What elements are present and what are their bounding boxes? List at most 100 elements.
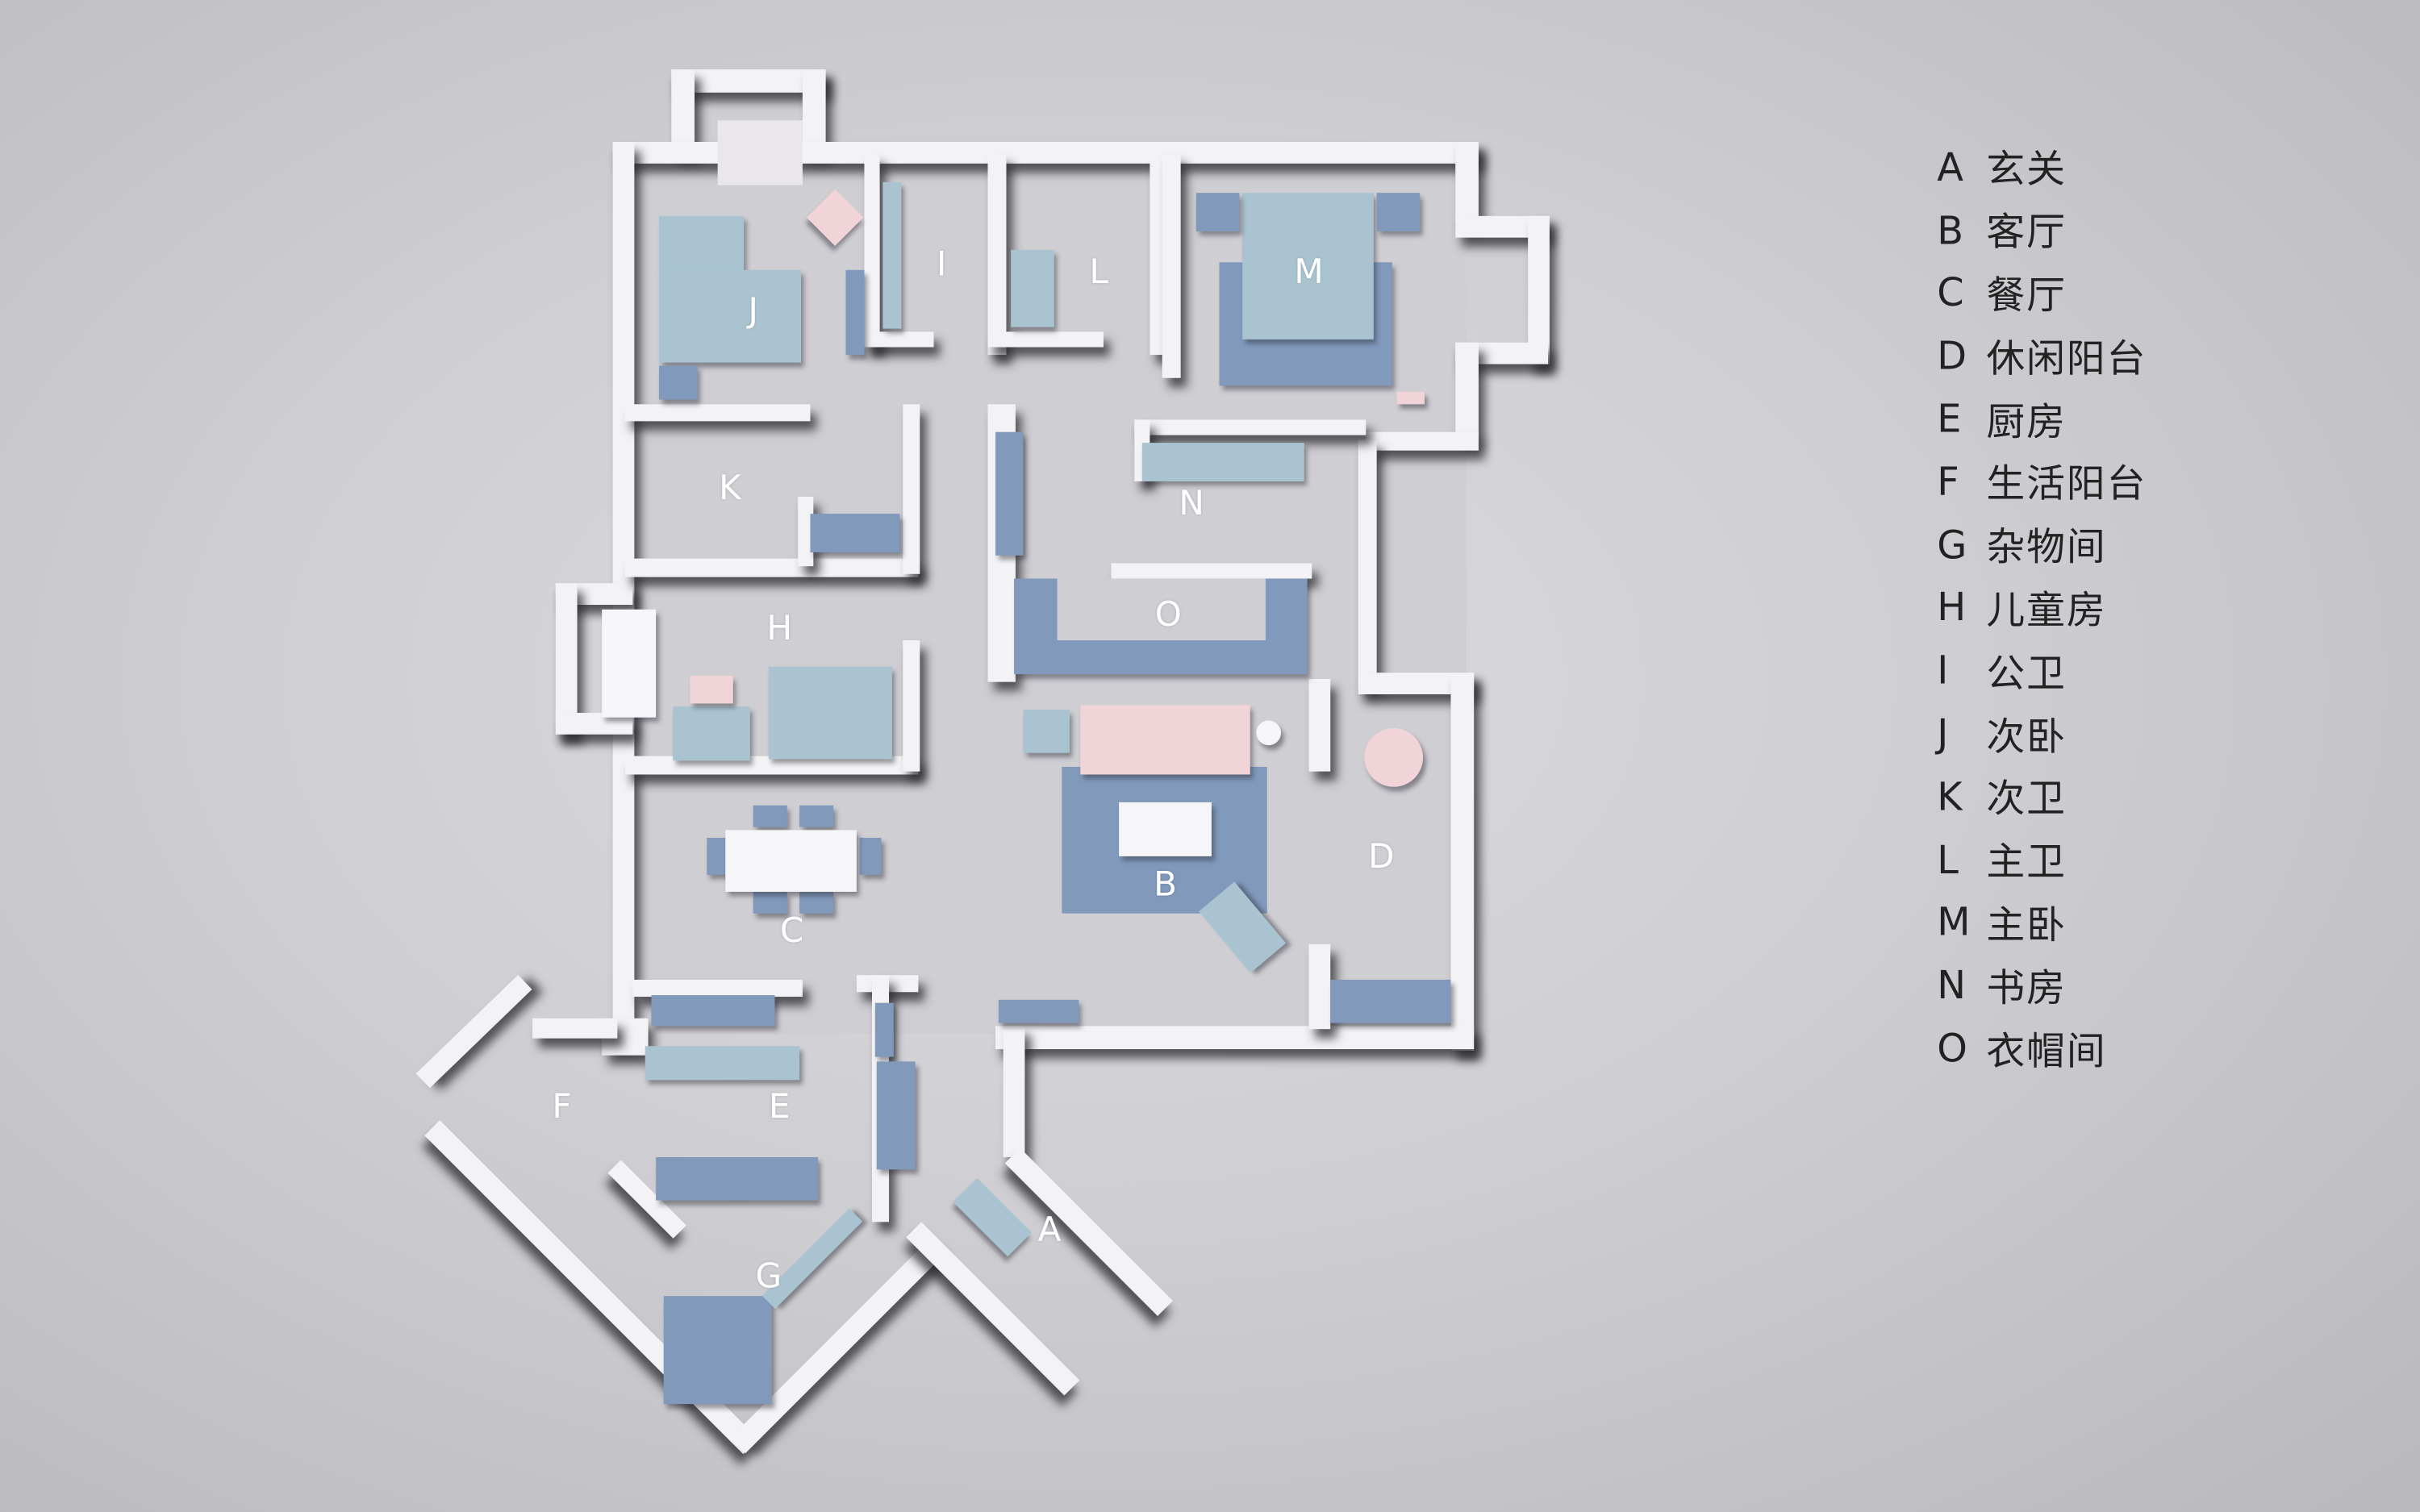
room-label-k: K <box>719 469 741 509</box>
shelf <box>1396 391 1425 405</box>
legend-item: A 玄关 <box>1937 135 2147 198</box>
legend-item: G 杂物间 <box>1937 514 2147 577</box>
room-label-f: F <box>552 1088 572 1127</box>
wall <box>671 69 695 155</box>
wall <box>624 558 919 577</box>
chair <box>690 676 733 704</box>
wall <box>987 331 1104 348</box>
wall <box>671 69 826 93</box>
room-label-d: D <box>1368 838 1395 877</box>
wall <box>1450 673 1475 1051</box>
side-table <box>1023 710 1070 753</box>
cabinet <box>845 269 865 356</box>
counter <box>651 995 775 1027</box>
room-label-e: E <box>768 1088 791 1127</box>
window-seat <box>602 609 657 718</box>
legend-letter: A <box>1937 144 1963 190</box>
dining-chair <box>753 805 787 827</box>
wall <box>1111 563 1312 579</box>
legend-letter: C <box>1937 270 1964 316</box>
legend-room-name: 次卧 <box>1986 714 2067 759</box>
legend-room-name: 主卧 <box>1986 902 2067 948</box>
vanity <box>810 514 900 552</box>
storage-cabinet <box>663 1296 772 1405</box>
legend-room-name: 儿童房 <box>1986 587 2107 633</box>
legend-letter: N <box>1937 963 1966 1008</box>
legend-letter: G <box>1937 522 1967 568</box>
legend-room-name: 杂物间 <box>1986 524 2107 570</box>
wall <box>1134 419 1366 435</box>
round-table <box>1364 728 1424 787</box>
legend-letter: M <box>1937 900 1971 945</box>
cabinet <box>995 431 1024 556</box>
room-label-j: J <box>748 292 758 331</box>
room-label-l: L <box>1089 253 1109 293</box>
legend-letter: J <box>1937 711 1949 756</box>
legend-letter: L <box>1937 837 1959 882</box>
fridge <box>874 1002 894 1057</box>
counter <box>656 1156 819 1201</box>
legend-item: J 次卧 <box>1937 702 2147 765</box>
legend-letter: E <box>1937 396 1962 442</box>
wall <box>987 154 1007 356</box>
wall <box>802 69 826 155</box>
wall <box>624 404 811 422</box>
wall <box>864 331 934 348</box>
legend-letter: D <box>1937 333 1967 379</box>
wall <box>1358 439 1377 687</box>
room-label-b: B <box>1154 866 1177 906</box>
wall <box>1308 678 1331 772</box>
wall <box>1366 431 1479 451</box>
wardrobe <box>658 215 745 272</box>
wall <box>798 497 814 567</box>
vanity <box>882 181 902 329</box>
dining-chair <box>707 837 729 875</box>
dining-chair <box>799 805 834 827</box>
wall <box>1308 943 1331 1030</box>
wall <box>903 404 920 574</box>
island <box>645 1046 800 1081</box>
wall <box>532 1018 618 1039</box>
entry-niche <box>717 120 803 185</box>
desk <box>1141 443 1304 481</box>
bed <box>658 269 802 363</box>
room-label-n: N <box>1179 485 1204 524</box>
shoe-cabinet <box>953 1177 1032 1257</box>
legend-room-name: 客厅 <box>1986 210 2067 256</box>
legend-letter: K <box>1937 774 1963 819</box>
legend-item: E 厨房 <box>1937 388 2147 451</box>
legend-letter: B <box>1937 207 1964 253</box>
dining-chair <box>799 891 834 914</box>
wall <box>903 640 920 772</box>
bed <box>768 666 892 760</box>
cabinet <box>1330 979 1451 1023</box>
legend-item: L 主卫 <box>1937 828 2147 891</box>
legend-item: I 公卫 <box>1937 639 2147 702</box>
legend-room-name: 厨房 <box>1986 398 2067 444</box>
bed <box>1242 193 1374 339</box>
sofa <box>1080 705 1250 775</box>
room-label-c: C <box>779 912 804 952</box>
legend-room-name: 公卫 <box>1986 650 2067 696</box>
legend-letter: I <box>1937 648 1949 694</box>
legend-item: B 客厅 <box>1937 198 2147 261</box>
wall <box>1455 342 1479 439</box>
cabinet <box>876 1061 916 1170</box>
nightstand <box>1195 193 1240 231</box>
wall <box>995 1026 1475 1050</box>
room-label-h: H <box>766 610 793 649</box>
nightstand <box>658 365 698 400</box>
coffee-table <box>1119 802 1212 856</box>
legend-room-name: 玄关 <box>1986 147 2067 192</box>
legend-room-name: 主卫 <box>1986 839 2067 885</box>
tv-cabinet <box>998 999 1079 1023</box>
room-label-g: G <box>755 1258 782 1297</box>
floor-lamp <box>1256 720 1282 746</box>
